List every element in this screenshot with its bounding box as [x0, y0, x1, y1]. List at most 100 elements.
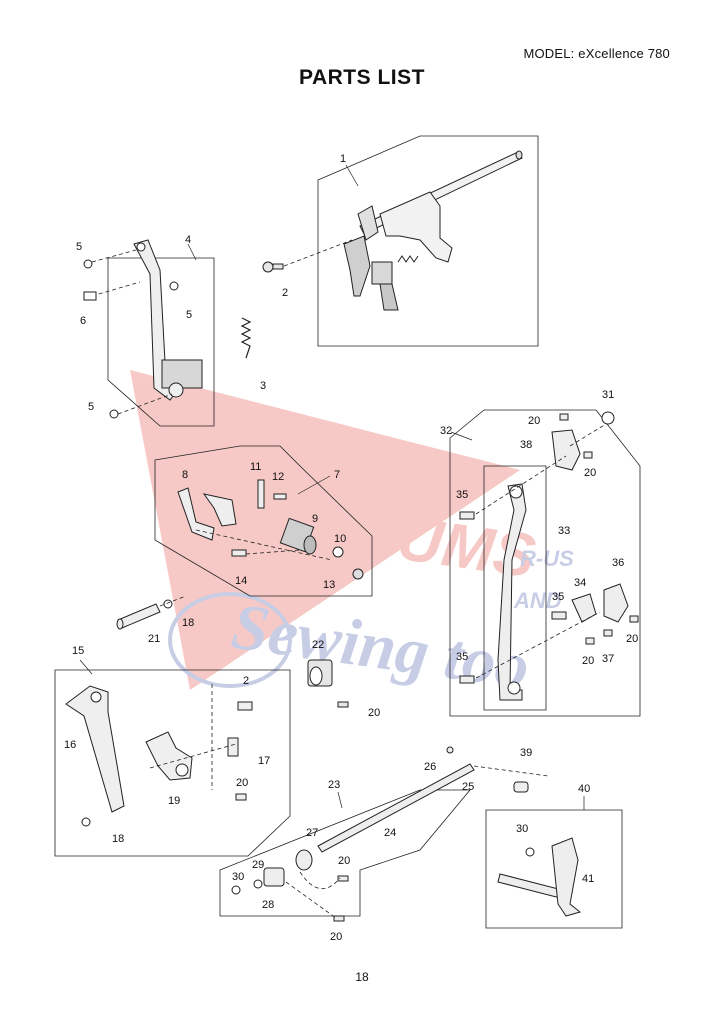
callout-29: 29	[252, 859, 264, 871]
part-4-lever-bracket	[133, 239, 203, 401]
callout-32: 32	[440, 425, 452, 437]
outline-group-32	[449, 409, 641, 717]
dash-2-to-1	[283, 239, 353, 267]
callout-24: 24	[384, 827, 396, 839]
watermark-swirl	[168, 592, 292, 688]
outline-group-1	[317, 135, 539, 347]
callout-1: 1	[340, 153, 346, 165]
callout-28: 28	[262, 899, 274, 911]
watermark-tag-b: AND	[513, 588, 562, 613]
screw-12	[273, 493, 287, 500]
callout-11: 11	[250, 461, 261, 473]
pin-6	[83, 291, 97, 301]
callout-38: 38	[520, 439, 532, 451]
callout-19: 19	[168, 795, 180, 807]
e-ring-5a	[83, 259, 93, 269]
part-7-assembly	[177, 479, 364, 580]
clamp-38	[551, 429, 581, 471]
part-1-shaft-assembly	[343, 150, 523, 311]
callout-20-e: 20	[528, 415, 540, 427]
callout-14: 14	[235, 575, 247, 587]
callout-26: 26	[424, 761, 436, 773]
shaft-lever	[343, 235, 371, 297]
part-22-bushing	[307, 659, 349, 708]
nut-13	[352, 568, 364, 580]
e-ring-30b	[525, 847, 535, 857]
callout-2-group15: 2	[243, 675, 249, 687]
callout-20-f: 20	[584, 467, 596, 479]
outline-group-15	[54, 669, 291, 857]
set-screw-20h	[629, 615, 639, 623]
plate-11	[257, 479, 265, 509]
gear-9-face	[303, 535, 317, 555]
callout-41: 41	[582, 873, 594, 885]
callout-7: 7	[334, 469, 340, 481]
callout-16: 16	[64, 739, 76, 751]
watermark-red-triangle	[130, 370, 520, 690]
callout-20-d: 20	[330, 931, 342, 943]
link-33-bottom	[507, 681, 521, 695]
part-23-dashes	[285, 765, 549, 919]
set-screw-20e	[559, 413, 569, 421]
callout-5-mid: 5	[186, 309, 192, 321]
callout-35-bottom: 35	[456, 651, 468, 663]
set-screw-20c	[337, 875, 349, 882]
callout-2: 2	[282, 287, 288, 299]
callout-8: 8	[182, 469, 188, 481]
lever-16-hole	[90, 691, 102, 703]
outline-group-40	[485, 809, 623, 929]
callout-35-top: 35	[456, 489, 468, 501]
callout-17: 17	[258, 755, 270, 767]
set-screw-20f	[583, 451, 593, 459]
shaft-upper-arm	[357, 205, 379, 241]
pin-35c	[459, 675, 475, 684]
arm-34	[571, 593, 597, 623]
callout-22: 22	[312, 639, 324, 651]
e-ring-5c	[109, 409, 119, 419]
callout-30-left: 30	[232, 871, 244, 883]
screw-shank	[272, 263, 284, 270]
bracket-block	[161, 359, 203, 389]
outline-group-7	[154, 445, 373, 597]
clamp-36	[603, 583, 629, 623]
callout-23: 23	[328, 779, 340, 791]
outline-group-33	[483, 465, 547, 711]
callout-labels: 1 2 3 4 5 5 5 6 7 8 9 10 11 12 13 14 15 …	[64, 153, 638, 943]
fork-41	[551, 837, 582, 917]
shaft-block	[371, 261, 393, 285]
callout-18-bottom: 18	[112, 833, 124, 845]
pin-17	[227, 737, 239, 757]
page-title: PARTS LIST	[299, 66, 425, 89]
callout-20-c: 20	[338, 855, 350, 867]
pin-35a	[459, 511, 475, 520]
callout-10: 10	[334, 533, 346, 545]
part-40-assembly	[497, 837, 582, 917]
e-ring-18a	[163, 599, 173, 609]
callout-27: 27	[306, 827, 318, 839]
pin-21-end	[116, 618, 124, 630]
callout-18-left: 18	[182, 617, 194, 629]
link-33-top	[509, 485, 523, 499]
small-fasteners-group-4	[83, 259, 179, 419]
shaft-24	[317, 763, 475, 853]
callout-20-g: 20	[582, 655, 594, 667]
callout-4: 4	[185, 234, 191, 246]
bracket-pivot	[168, 382, 184, 398]
pin-21-body	[117, 603, 161, 629]
callout-15: 15	[72, 645, 84, 657]
callout-36: 36	[612, 557, 624, 569]
set-screw-20d	[333, 915, 345, 922]
shaft-bracket	[379, 191, 453, 263]
collar-39	[513, 781, 529, 793]
group-outlines	[54, 135, 641, 929]
screw-2b	[237, 701, 253, 711]
callout-13: 13	[323, 579, 335, 591]
part-32-dashes	[475, 423, 607, 679]
bushing-22-face	[309, 666, 323, 686]
bracket-8b	[202, 493, 237, 527]
part-23-assembly	[231, 746, 529, 922]
bushing-28	[263, 867, 285, 887]
bracket-top-hole	[136, 242, 146, 252]
e-ring-5b	[169, 281, 179, 291]
